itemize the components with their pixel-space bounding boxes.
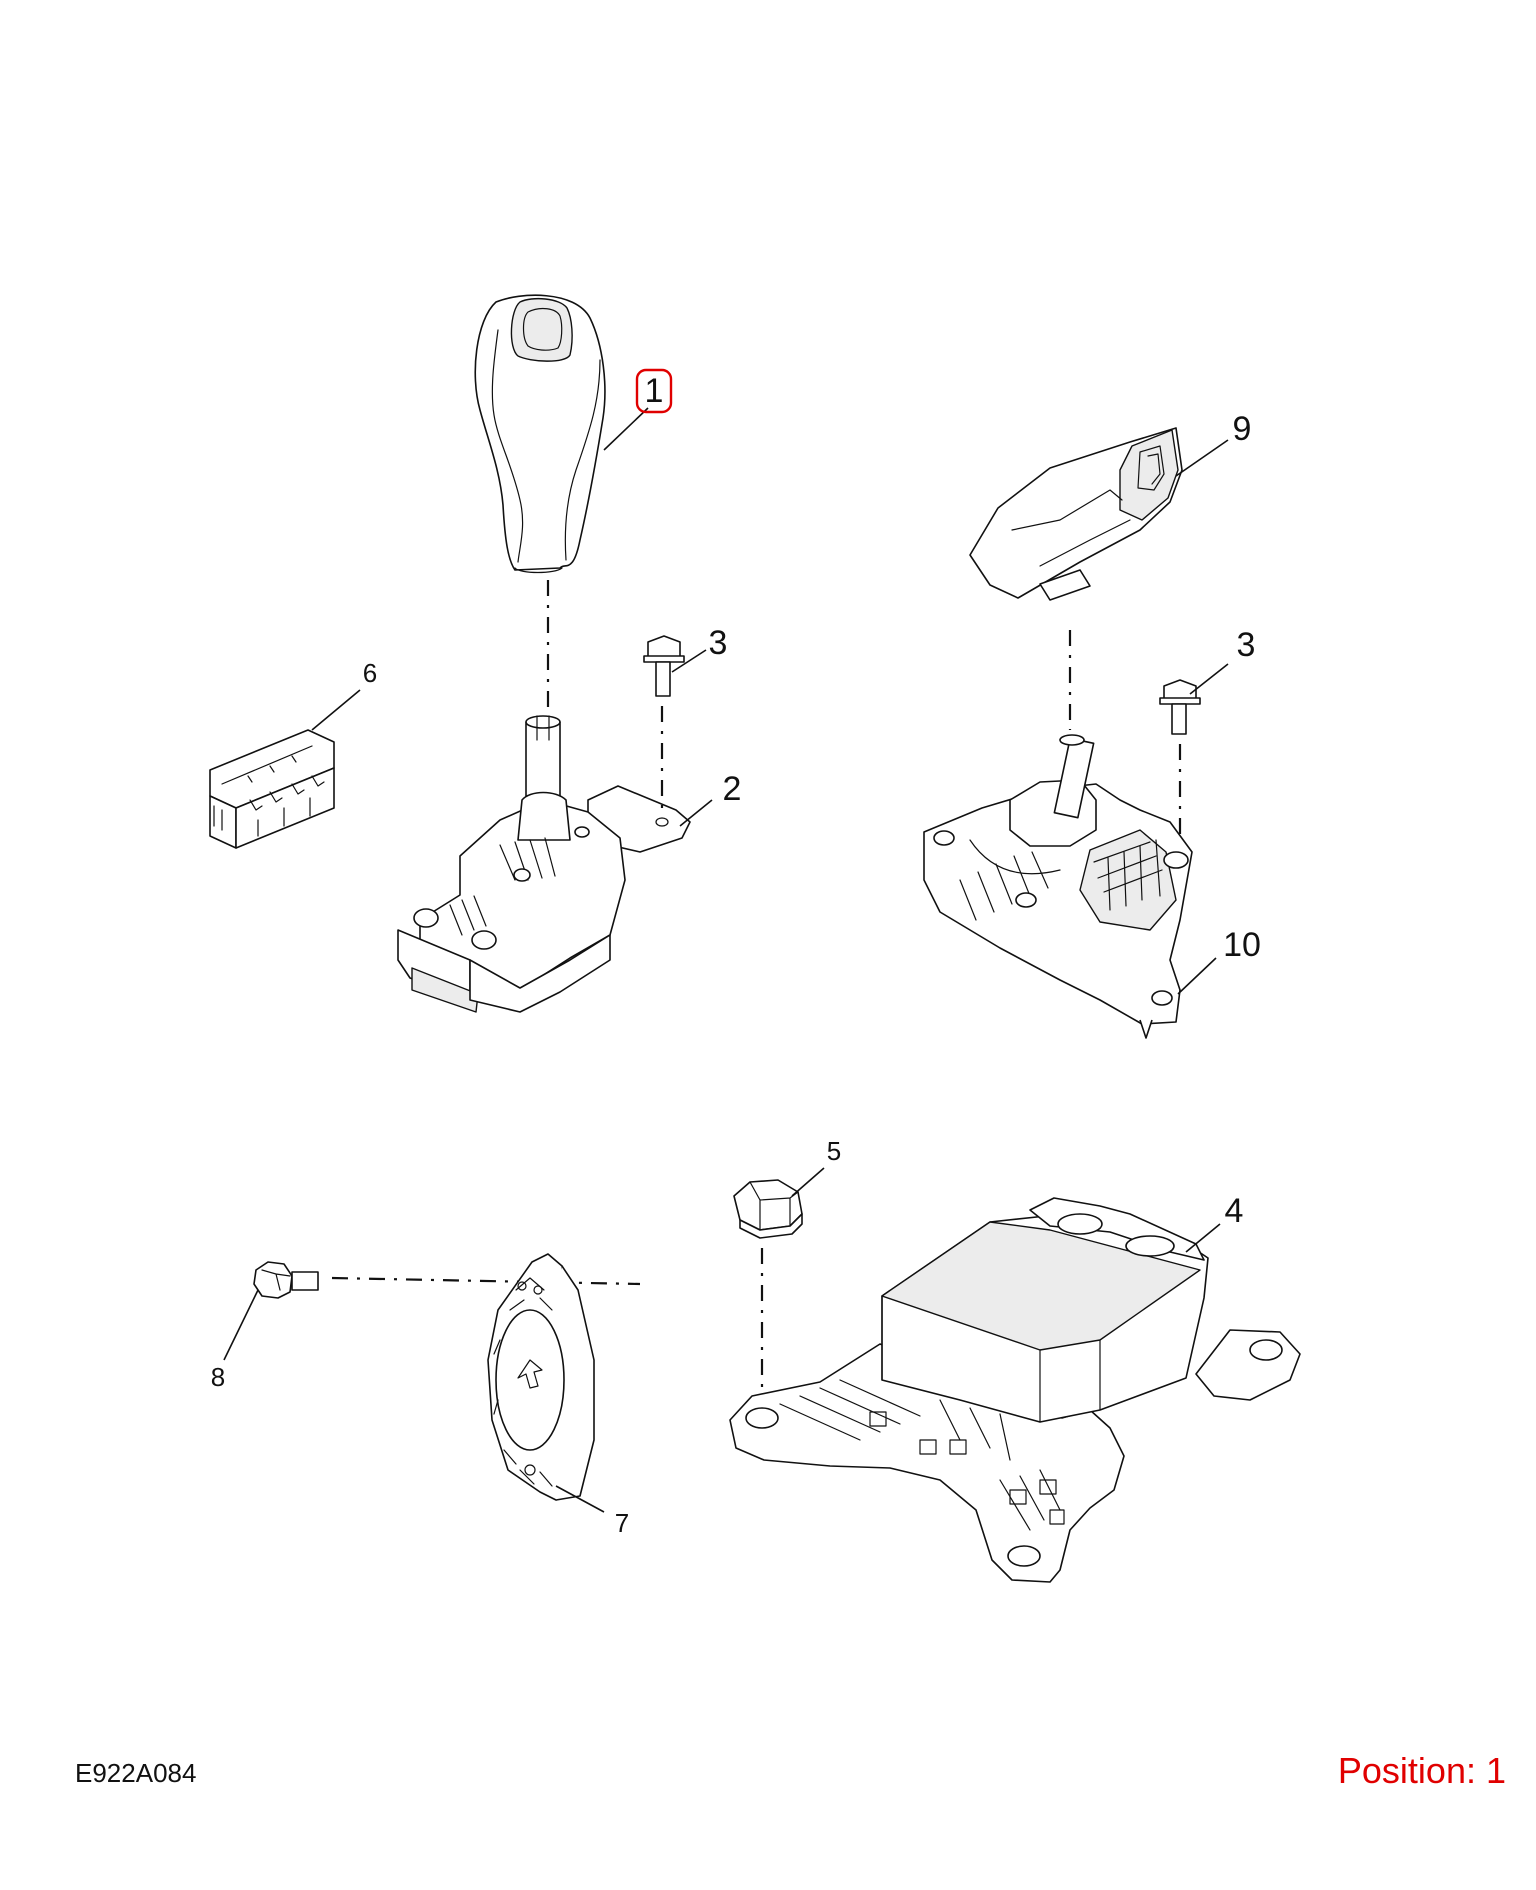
leader-10 [1178,958,1216,994]
part-10-auto-shifter[interactable] [924,735,1192,1038]
leader-3-right [1190,664,1228,694]
leader-3-left [672,650,706,672]
callout-10[interactable]: 10 [1223,926,1261,964]
leader-6 [312,690,360,730]
callout-1[interactable]: 1 [645,372,664,410]
centerline-8-7 [332,1278,640,1284]
callout-9[interactable]: 9 [1233,410,1252,448]
part-5-nut[interactable] [734,1180,802,1238]
part-9-lever-cover[interactable] [970,428,1182,600]
position-label: Position: 1 [1337,1750,1506,1791]
callout-7[interactable]: 7 [615,1508,629,1538]
callout-3-left[interactable]: 3 [709,624,728,662]
leader-2 [680,800,712,826]
part-3-bolt-right[interactable] [1160,680,1200,734]
callout-6[interactable]: 6 [363,658,377,688]
callout-4[interactable]: 4 [1225,1192,1244,1230]
callout-5[interactable]: 5 [827,1136,841,1166]
part-6-switch[interactable] [210,730,334,848]
leader-4 [1186,1224,1220,1252]
callout-8[interactable]: 8 [211,1362,225,1392]
part-4-control-module[interactable] [730,1198,1300,1582]
leader-5 [792,1168,824,1196]
part-2-shifter-assembly[interactable] [398,716,690,1012]
part-7-sensor-plate[interactable] [488,1254,594,1500]
callout-2[interactable]: 2 [723,770,742,808]
part-3-bolt-left[interactable] [644,636,684,696]
diagram-code: E922A084 [75,1758,197,1788]
part-8-bolt[interactable] [254,1262,318,1298]
callout-3-right[interactable]: 3 [1237,626,1256,664]
leader-8 [224,1290,258,1360]
leader-9 [1176,440,1228,476]
callout-1-highlight [637,370,671,412]
part-1-shift-knob[interactable] [475,295,605,572]
leader-7 [556,1486,604,1512]
leader-1 [604,408,648,450]
